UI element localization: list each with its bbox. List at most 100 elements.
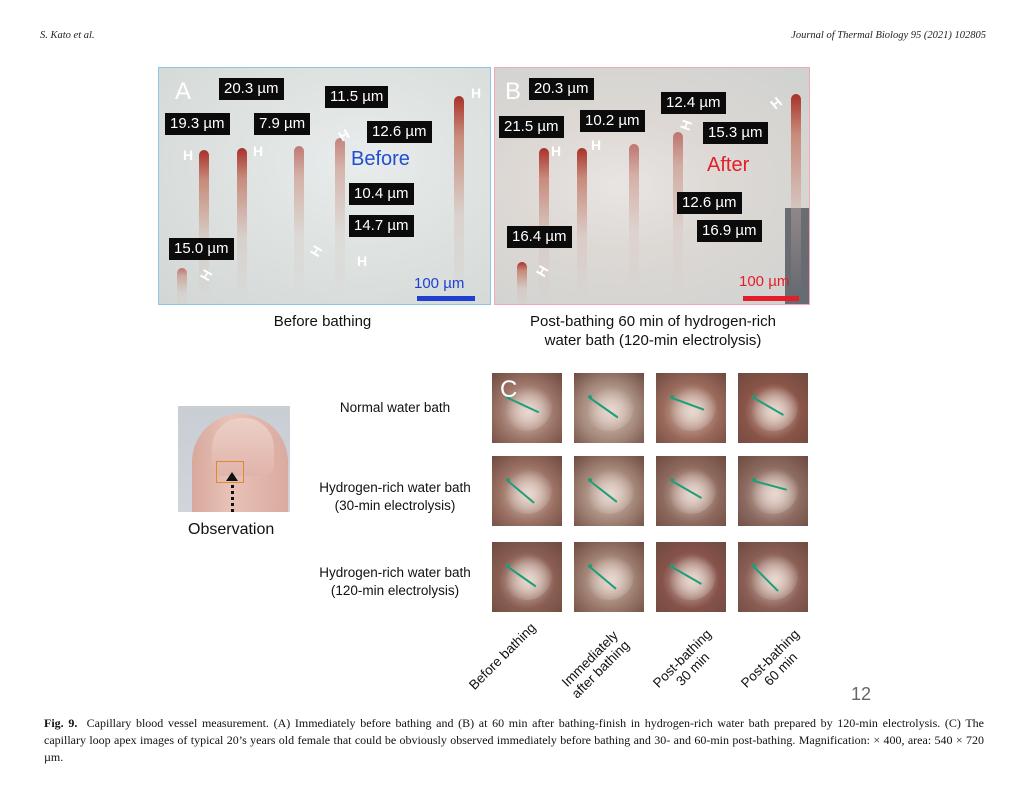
capillary-loop — [577, 148, 587, 298]
capillary-apex — [502, 464, 552, 514]
arrow-icon — [231, 478, 234, 512]
measurement-marker-icon: H — [253, 143, 264, 159]
measurement-marker-icon: H — [591, 137, 602, 153]
capillary-apex — [666, 550, 716, 600]
measure-endpoint — [752, 395, 756, 399]
panel-b-micrograph: B 20.3 µm 21.5 µm 10.2 µm 12.4 µm 15.3 µ… — [494, 67, 810, 305]
measurement-marker-icon: H — [676, 117, 696, 133]
column-label-immediately: Immediately after bathing — [558, 627, 632, 701]
capillary-thumbnail — [574, 373, 644, 443]
panel-b-label: B — [505, 78, 522, 105]
capillary-thumbnail — [656, 456, 726, 526]
measure-endpoint — [506, 395, 510, 399]
capillary-thumbnail — [492, 373, 562, 443]
capillary-thumbnail — [738, 456, 808, 526]
panel-a-caption: Before bathing — [273, 313, 372, 330]
capillary-apex — [748, 381, 798, 431]
scale-bar — [417, 296, 475, 301]
measure-endpoint — [752, 564, 756, 568]
capillary-thumbnail — [492, 542, 562, 612]
capillary-thumbnail — [738, 373, 808, 443]
row-label-line: Normal water bath — [339, 400, 451, 415]
measurement-label: 7.9 µm — [254, 113, 311, 135]
column-label-60min: Post-bathing 60 min — [738, 626, 813, 701]
figure-caption: Fig. 9. Capillary blood vessel measureme… — [44, 715, 984, 766]
capillary-apex — [584, 381, 634, 431]
capillary-apex — [666, 464, 716, 514]
capillary-loop — [517, 262, 527, 304]
measurement-label: 12.4 µm — [661, 92, 726, 114]
measure-endpoint — [752, 478, 756, 482]
observation-label: Observation — [188, 521, 275, 538]
row-label-normal: Normal water bath — [300, 399, 490, 417]
page-number: 12 — [851, 684, 872, 704]
measurement-label: 10.2 µm — [580, 110, 645, 132]
panel-c-label: C — [500, 376, 518, 403]
measurement-label: 12.6 µm — [367, 121, 432, 143]
capillary-loop — [294, 146, 304, 296]
measurement-label: 16.4 µm — [507, 226, 572, 248]
measurement-label: 11.5 µm — [325, 86, 389, 108]
capillary-apex — [748, 464, 798, 514]
capillary-loop — [199, 150, 209, 300]
capillary-thumbnail — [574, 456, 644, 526]
column-label-line: Before bathing — [466, 619, 539, 693]
measure-endpoint — [506, 564, 510, 568]
measure-endpoint — [588, 395, 592, 399]
measurement-marker-icon: H — [551, 143, 562, 159]
measurement-label: 12.6 µm — [677, 192, 742, 214]
capillary-loop — [177, 268, 187, 304]
row-label-h2-30: Hydrogen-rich water bath (30-min electro… — [300, 479, 490, 515]
panel-a-status: Before — [351, 148, 410, 170]
measurement-label: 16.9 µm — [697, 220, 762, 242]
capillary-apex — [584, 464, 634, 514]
measure-endpoint — [506, 478, 510, 482]
row-label-line: (120-min electrolysis) — [330, 583, 460, 598]
running-header-journal: Journal of Thermal Biology 95 (2021) 102… — [791, 30, 986, 41]
capillary-thumbnail — [656, 373, 726, 443]
capillary-apex — [748, 550, 798, 600]
capillary-apex — [502, 550, 552, 600]
measurement-label: 15.0 µm — [169, 238, 234, 260]
running-header-authors: S. Kato et al. — [40, 30, 95, 41]
measurement-marker-icon: H — [767, 93, 786, 113]
capillary-loop — [673, 132, 683, 298]
scale-bar — [743, 296, 799, 301]
measurement-label: 20.3 µm — [529, 78, 594, 100]
measurement-marker-icon: H — [357, 253, 368, 269]
scale-label: 100 µm — [739, 273, 790, 290]
measurement-label: 14.7 µm — [349, 215, 414, 237]
row-label-h2-120: Hydrogen-rich water bath (120-min electr… — [300, 564, 490, 600]
row-label-line: (30-min electrolysis) — [334, 498, 456, 513]
column-label-before: Before bathing — [466, 620, 539, 693]
measurement-marker-icon: H — [471, 85, 482, 101]
measurement-label: 10.4 µm — [349, 183, 414, 205]
measure-endpoint — [588, 478, 592, 482]
measurement-marker-icon: H — [306, 242, 326, 260]
measurement-label: 21.5 µm — [499, 116, 564, 138]
measurement-label: 20.3 µm — [219, 78, 284, 100]
measure-endpoint — [670, 478, 674, 482]
capillary-apex — [584, 550, 634, 600]
scale-label: 100 µm — [414, 275, 465, 292]
panel-b-caption-line2: water bath (120-min electrolysis) — [544, 332, 762, 349]
capillary-thumbnail — [738, 542, 808, 612]
measurement-label: 15.3 µm — [703, 122, 768, 144]
measurement-marker-icon: H — [183, 147, 194, 163]
capillary-thumbnail — [574, 542, 644, 612]
capillary-loop — [539, 148, 549, 298]
finger-photo — [178, 406, 290, 512]
capillary-loop — [454, 96, 464, 296]
row-label-line: Hydrogen-rich water bath — [319, 480, 471, 495]
panel-a-micrograph: A 20.3 µm 19.3 µm 7.9 µm 11.5 µm 12.6 µm… — [158, 67, 491, 305]
capillary-loop — [629, 144, 639, 294]
panel-a-label: A — [175, 78, 192, 105]
measure-endpoint — [588, 564, 592, 568]
figure-caption-text: Capillary blood vessel measurement. (A) … — [44, 716, 984, 764]
figure-caption-label: Fig. 9. — [44, 716, 78, 730]
panel-b-status: After — [707, 154, 750, 176]
column-label-30min: Post-bathing 30 min — [650, 626, 725, 701]
capillary-loop — [335, 138, 345, 298]
panel-b-caption-line1: Post-bathing 60 min of hydrogen-rich — [530, 313, 776, 330]
observation-area-box — [216, 461, 244, 483]
